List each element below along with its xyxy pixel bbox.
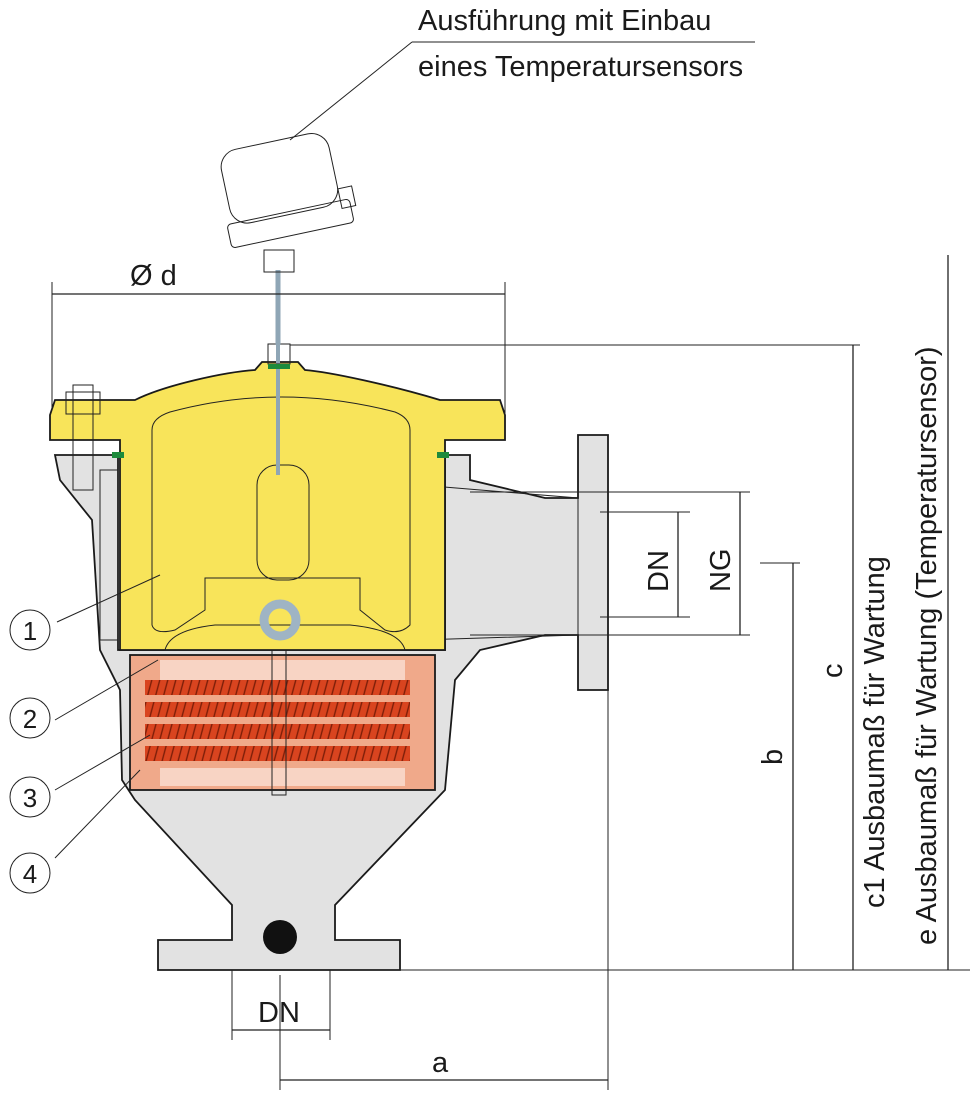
drain-plug [263, 920, 297, 954]
dim-c-label: c [817, 664, 849, 679]
callout-2: 2 [9, 659, 159, 739]
dn-outlet-label: DN [643, 550, 675, 592]
svg-text:3: 3 [23, 783, 37, 813]
svg-text:4: 4 [23, 859, 37, 889]
dn-inlet-label: DN [258, 997, 300, 1029]
flame-arrester-element [129, 599, 436, 796]
svg-text:2: 2 [23, 704, 37, 734]
callout-1: 1 [9, 574, 161, 651]
dim-b-label: b [757, 749, 789, 765]
arrester-band [145, 746, 410, 761]
title-leader-line [289, 41, 413, 141]
callout-4: 4 [9, 769, 141, 894]
callout-3: 3 [9, 734, 151, 818]
dim-c1-label: c1 Ausbaumaß für Wartung [859, 556, 891, 908]
cover-bolt [65, 384, 101, 491]
svg-text:1: 1 [23, 616, 37, 646]
dim-e-label: e Ausbaumaß für Wartung (Temperatursenso… [911, 346, 943, 945]
cover-part-1 [49, 343, 506, 651]
arrester-band [145, 724, 410, 739]
arrester-band [145, 702, 410, 717]
ng-label: NG [705, 549, 737, 593]
dim-a-label: a [432, 1047, 449, 1079]
title-line-1: Ausführung mit Einbau [418, 5, 711, 37]
arrester-band [145, 680, 410, 695]
diameter-label: Ø d [130, 260, 177, 292]
temperature-sensor [220, 133, 357, 345]
title-line-2: eines Temperatursensors [418, 51, 743, 83]
